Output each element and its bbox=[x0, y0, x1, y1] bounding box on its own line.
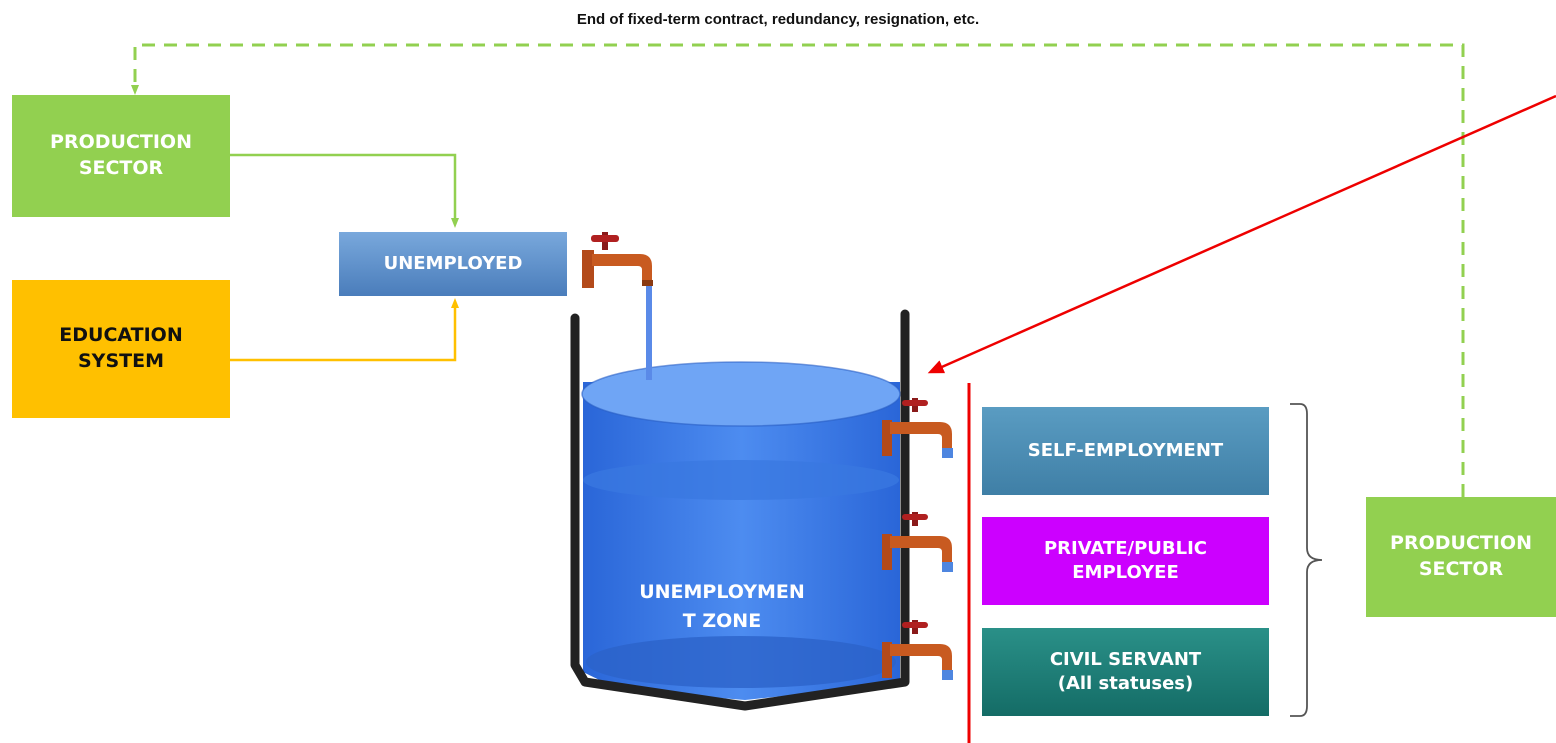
production-to-unemployed-arrow bbox=[230, 153, 459, 228]
water-tank-icon bbox=[570, 309, 910, 711]
dashed-feedback-arrow bbox=[131, 43, 1465, 497]
unemployed-box: UNEMPLOYED bbox=[339, 232, 567, 296]
tank-label: UNEMPLOYMEN T ZONE bbox=[639, 581, 805, 633]
production-sector-box-right: PRODUCTION SECTOR bbox=[1366, 497, 1556, 617]
education-system-box: EDUCATION SYSTEM bbox=[12, 280, 230, 418]
faucet-icon bbox=[882, 620, 953, 680]
curly-brace-icon bbox=[1290, 403, 1323, 717]
feedback-loop-label: End of fixed-term contract, redundancy, … bbox=[576, 11, 980, 28]
red-pointer-arrow bbox=[927, 94, 1556, 374]
production-sector-right-label: PRODUCTION SECTOR bbox=[1390, 532, 1532, 580]
production-sector-box-left: PRODUCTION SECTOR bbox=[12, 95, 230, 217]
water-stream bbox=[646, 282, 652, 380]
self-employment-box: SELF-EMPLOYMENT bbox=[982, 407, 1269, 495]
faucet-icon bbox=[582, 232, 653, 288]
private-public-employee-box: PRIVATE/PUBLIC EMPLOYEE bbox=[982, 517, 1269, 605]
faucet-icon bbox=[882, 512, 953, 572]
faucet-icon bbox=[882, 398, 953, 458]
civil-servant-box: CIVIL SERVANT (All statuses) bbox=[982, 628, 1269, 716]
education-to-unemployed-arrow bbox=[230, 298, 459, 362]
